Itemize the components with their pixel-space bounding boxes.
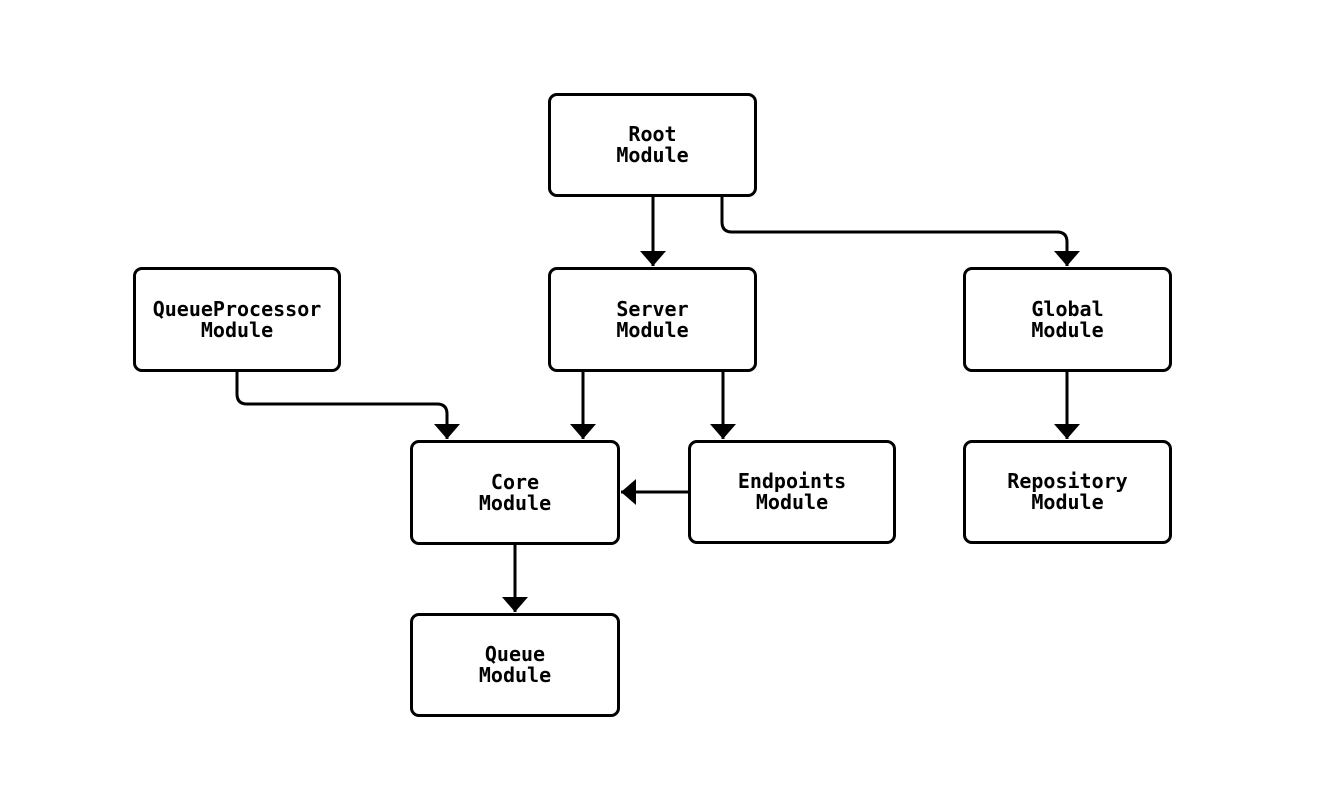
node-label: Module xyxy=(755,490,829,514)
edges-group xyxy=(235,197,1080,612)
node-label: Module xyxy=(478,663,552,687)
node-label: Module xyxy=(478,490,552,515)
node-label: Core xyxy=(490,469,540,494)
node-label: Module xyxy=(616,317,689,342)
node-label: Server xyxy=(616,296,689,321)
node-label: Global xyxy=(1031,296,1104,321)
edge-root-to-global xyxy=(720,197,1080,266)
node-label: Queue xyxy=(484,642,546,666)
node-label: Root xyxy=(628,122,677,146)
node-label: Module xyxy=(1031,490,1104,514)
node-label: Module xyxy=(200,317,274,342)
node-label: Endpoints xyxy=(737,469,847,493)
node-label: QueueProcessor xyxy=(152,296,322,321)
node-label: Module xyxy=(1031,317,1104,342)
edge-queueprocessor-to-core xyxy=(235,372,460,439)
node-label: Repository xyxy=(1007,469,1128,493)
node-label: Module xyxy=(616,143,689,167)
